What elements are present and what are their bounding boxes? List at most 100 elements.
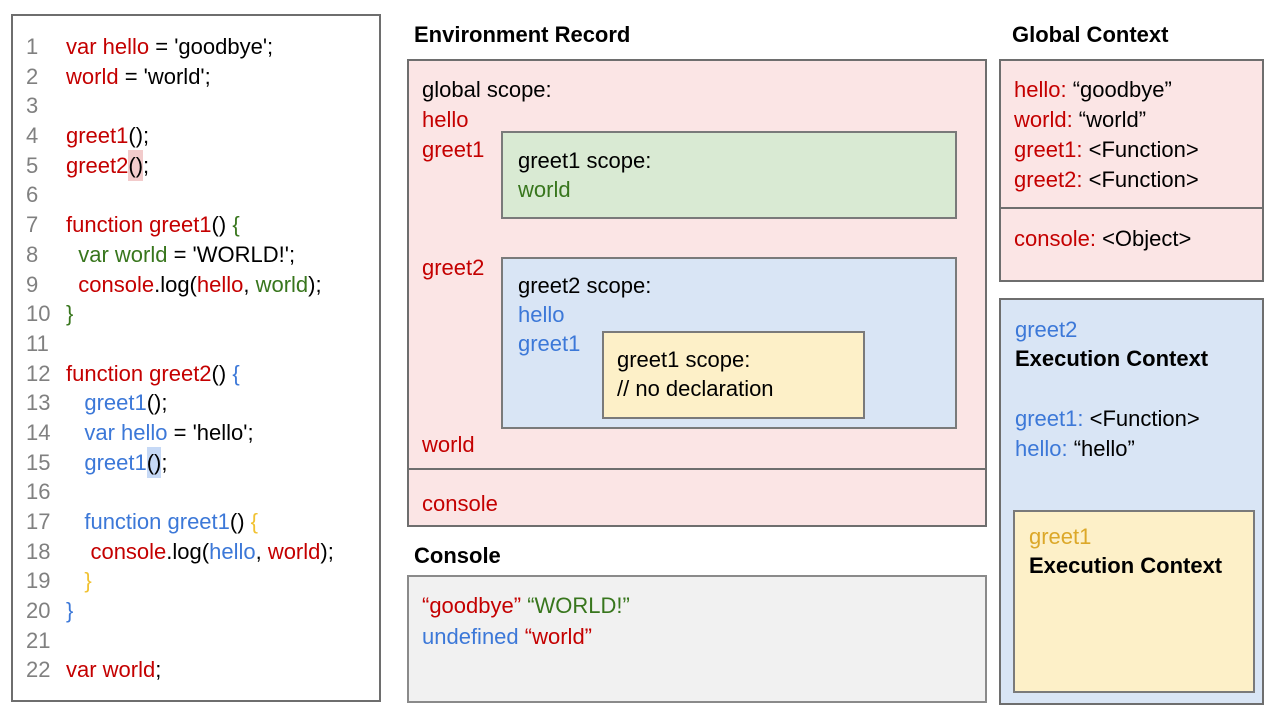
code-token: .log( — [166, 538, 210, 564]
context-entry-key: console: — [1014, 226, 1096, 251]
code-token: () — [211, 360, 233, 386]
code-token: ); — [308, 271, 322, 297]
code-line: 17 function greet1() { — [13, 507, 379, 537]
line-number: 10 — [26, 301, 51, 327]
line-number: 9 — [26, 271, 39, 297]
code-token: “world” — [524, 624, 593, 649]
code-text: } — [66, 301, 73, 326]
code-token: } — [66, 301, 74, 327]
code-text: greet1(); — [66, 390, 168, 416]
environment-record-divider — [409, 468, 985, 470]
code-token: , — [255, 538, 268, 564]
code-text: console.log(hello, world); — [66, 538, 333, 564]
console-lines: “goodbye” “WORLD!”undefined “world” — [422, 590, 985, 652]
code-token: (); — [146, 390, 168, 416]
context-entry-key: hello: — [1015, 436, 1068, 461]
code-text: } — [66, 598, 73, 623]
code-text: var world; — [66, 657, 161, 682]
context-entry: hello: “hello” — [1015, 434, 1200, 464]
code-line: 13 greet1(); — [13, 388, 379, 418]
code-token: undefined — [422, 624, 519, 649]
code-line: 15 greet1(); — [13, 446, 379, 478]
code-token: var hello — [84, 419, 168, 445]
line-number: 5 — [26, 152, 39, 178]
code-token: var world — [66, 657, 156, 683]
code-token: { — [232, 212, 240, 238]
code-text: greet1(); — [66, 123, 149, 148]
code-line: 18 console.log(hello, world); — [13, 537, 379, 567]
line-number: 18 — [26, 538, 51, 564]
code-text: greet2(); — [66, 149, 149, 181]
environment-record-title: Environment Record — [414, 22, 631, 47]
console-output-panel: “goodbye” “WORLD!”undefined “world” — [407, 575, 987, 703]
environment-record-panel: global scope: hello greet1 greet1 scope:… — [407, 59, 987, 527]
code-line: 21 — [13, 626, 379, 656]
line-number: 11 — [26, 330, 49, 356]
code-token: () — [128, 149, 144, 181]
code-token: ; — [161, 449, 168, 475]
console-title: Console — [414, 543, 501, 568]
context-entry-key: greet1: — [1015, 406, 1084, 431]
code-text: var world = 'WORLD!'; — [66, 242, 295, 267]
code-line: 20} — [13, 596, 379, 626]
code-token: , — [243, 271, 256, 297]
global-scope-var-world: world — [422, 432, 475, 457]
code-token: world — [66, 63, 119, 89]
line-number: 16 — [26, 479, 51, 505]
code-text: function greet1() { — [66, 212, 240, 237]
code-token: = 'hello'; — [167, 419, 254, 445]
greet2-scope-box: greet2 scope: hello greet1 greet1 scope:… — [501, 257, 957, 429]
code-text: world = 'world'; — [66, 64, 211, 89]
code-token: () — [229, 509, 251, 534]
code-token: “goodbye” — [422, 593, 522, 618]
code-line: 19 } — [13, 566, 379, 596]
line-number: 1 — [26, 34, 39, 59]
greet2-execution-context-label: Execution Context — [1015, 346, 1209, 371]
code-token: ; — [155, 657, 162, 683]
line-number: 3 — [26, 93, 39, 119]
code-text: } — [66, 568, 91, 593]
line-number: 17 — [26, 509, 51, 534]
code-token: = 'world'; — [118, 63, 211, 89]
inner-greet1-scope-box: greet1 scope: // no declaration — [602, 331, 865, 419]
code-token — [66, 242, 78, 267]
context-entry-value: “goodbye” — [1066, 77, 1172, 102]
code-token: function greet1 — [66, 212, 212, 238]
context-entry-value: “world” — [1072, 107, 1147, 132]
line-number: 2 — [26, 63, 39, 89]
context-entry-value: “hello” — [1067, 436, 1135, 461]
code-token: greet1 — [84, 449, 147, 475]
line-number: 21 — [26, 627, 51, 653]
global-scope-var-greet1: greet1 — [422, 137, 485, 162]
code-token: var hello — [66, 34, 150, 59]
global-context-console-entry: console: <Object> — [1014, 224, 1191, 254]
code-token — [66, 539, 90, 564]
code-token: function greet1 — [84, 509, 230, 534]
code-token: } — [66, 598, 74, 624]
greet1-scope-title: greet1 scope: — [518, 148, 652, 173]
code-token: = 'goodbye'; — [149, 34, 274, 59]
code-line: 16 — [13, 477, 379, 507]
greet2-scope-var-hello: hello — [518, 302, 565, 327]
code-line: 2 world = 'world'; — [13, 62, 379, 92]
code-text: function greet2() { — [66, 361, 240, 386]
global-context-entries: hello: “goodbye”world: “world”greet1: <F… — [1014, 75, 1199, 195]
code-token: () — [146, 446, 162, 478]
code-token: hello — [196, 271, 244, 297]
global-scope-var-greet2: greet2 — [422, 255, 485, 280]
code-token: greet1 — [84, 390, 147, 416]
code-text: var hello = 'goodbye'; — [66, 34, 273, 59]
context-entry: greet1: <Function> — [1015, 404, 1200, 434]
console-line: undefined “world” — [422, 621, 985, 652]
code-token — [66, 272, 78, 297]
global-context-divider — [1001, 207, 1262, 209]
greet1-execution-context-label: Execution Context — [1029, 553, 1223, 578]
line-number: 20 — [26, 598, 51, 624]
line-number: 19 — [26, 568, 51, 594]
code-token: hello — [209, 538, 256, 564]
console-line: “goodbye” “WORLD!” — [422, 590, 985, 621]
inner-greet1-scope-title: greet1 scope: — [617, 347, 751, 372]
